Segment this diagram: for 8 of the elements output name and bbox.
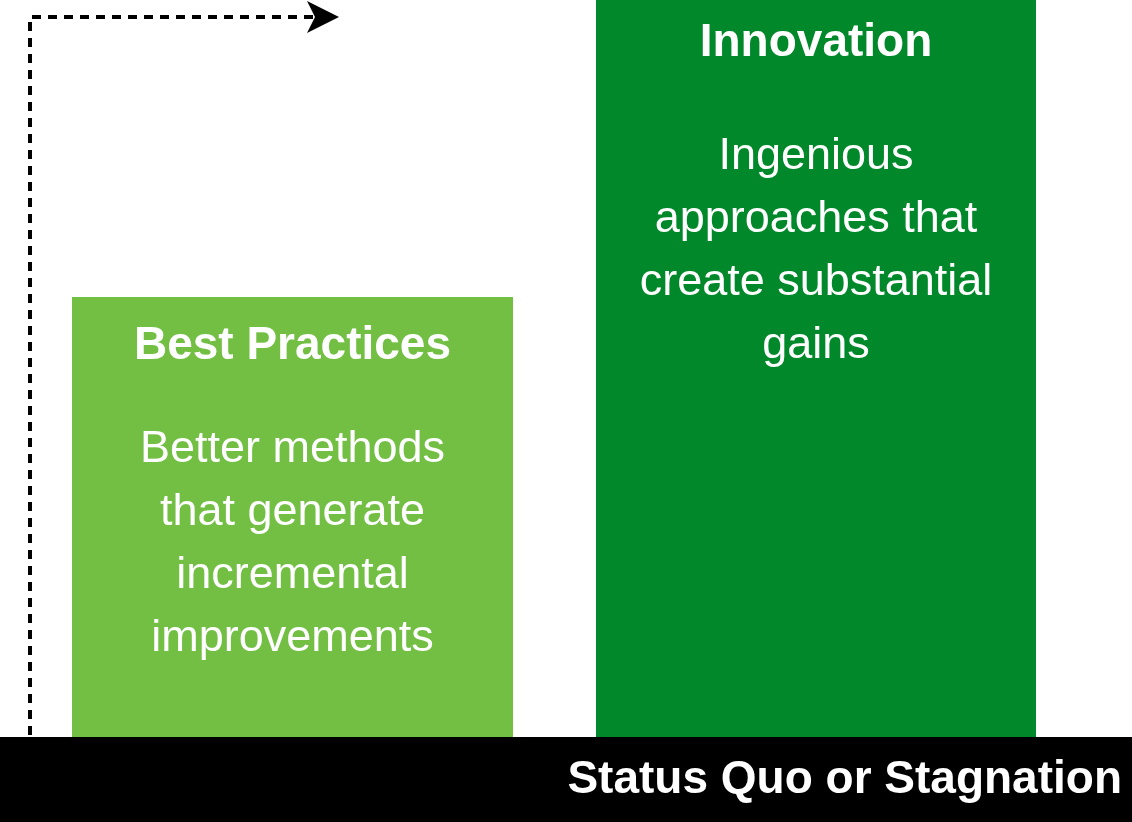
heading: Best Practices bbox=[132, 316, 453, 371]
heading: Innovation bbox=[698, 13, 934, 68]
baseline-band bbox=[0, 737, 1132, 822]
heading: Status Quo or Stagnation bbox=[566, 750, 1122, 805]
bar bbox=[72, 297, 513, 737]
description: Better methods that generate incremental improvements bbox=[138, 420, 447, 663]
bar bbox=[596, 0, 1036, 737]
description: Ingenious approaches that create substantial gains bbox=[638, 127, 994, 370]
